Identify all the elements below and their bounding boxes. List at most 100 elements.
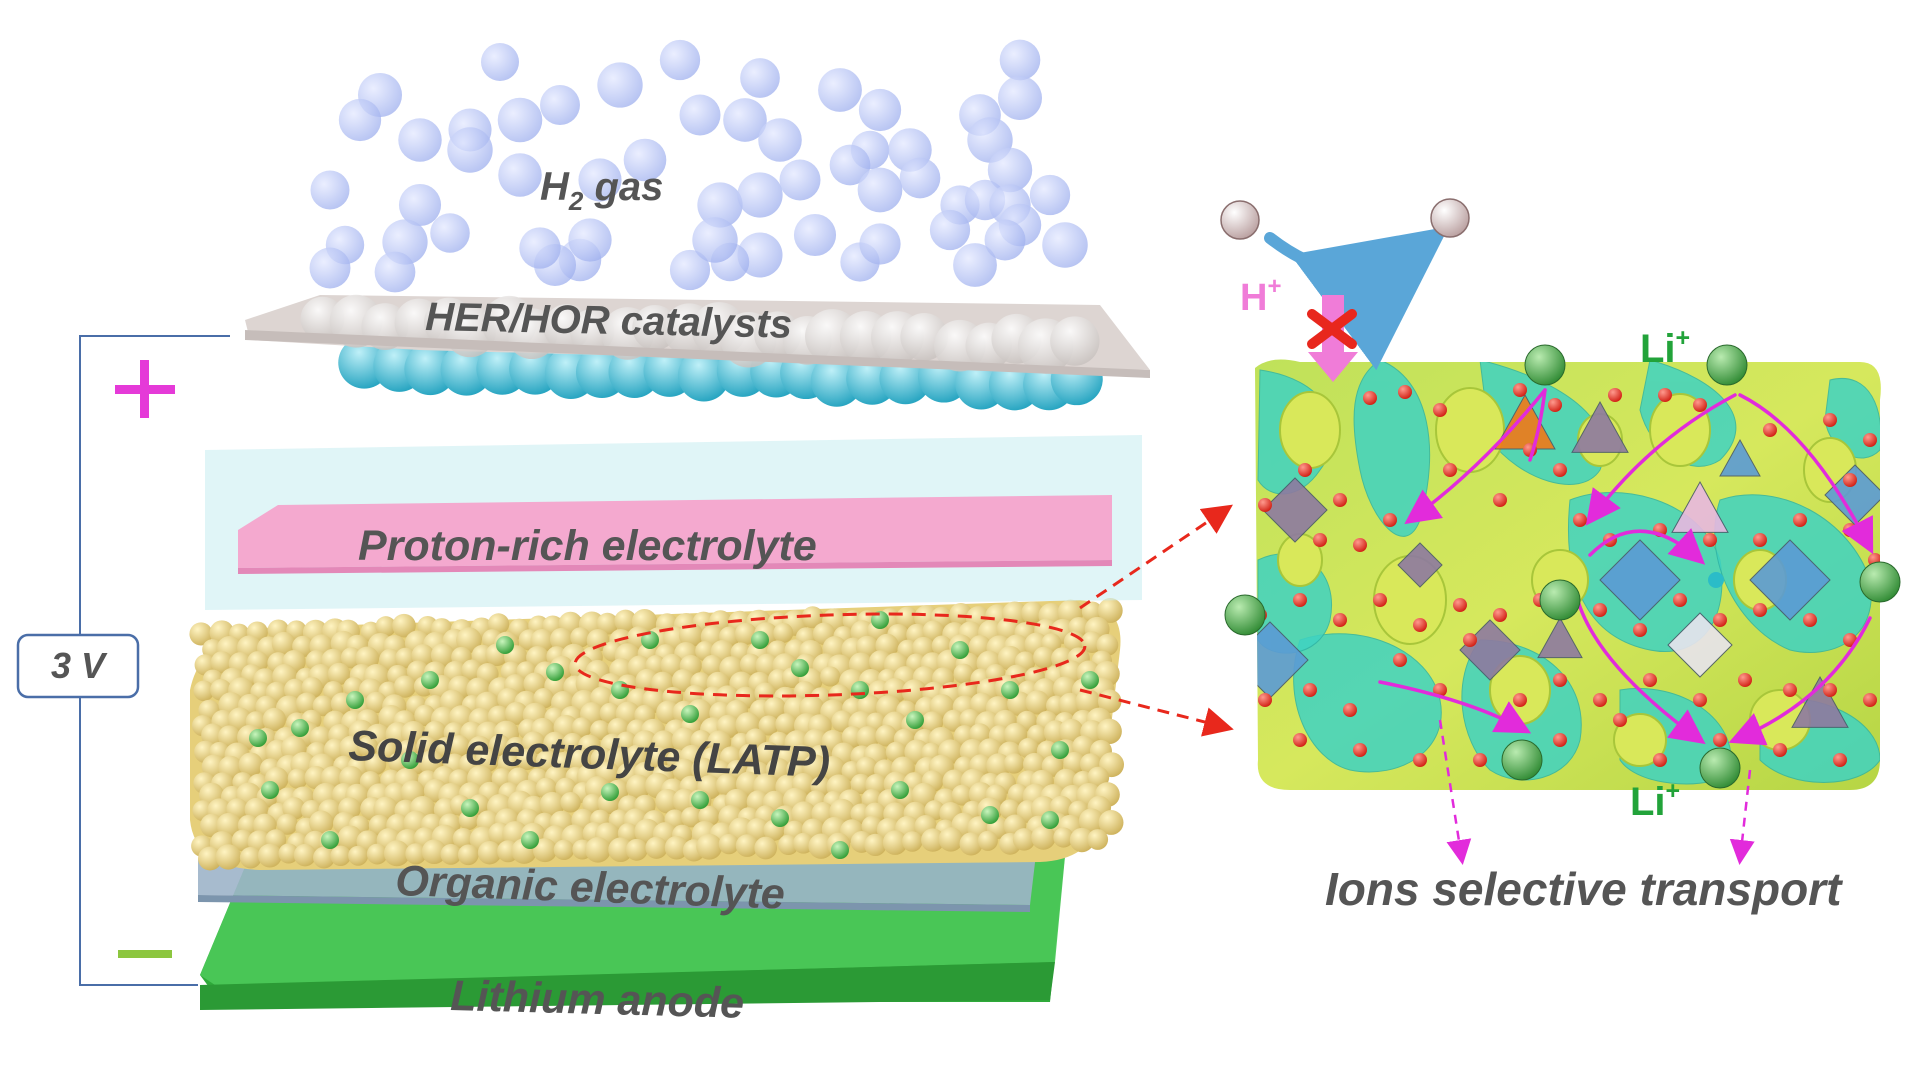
latp-grain bbox=[680, 806, 702, 828]
latp-grain bbox=[1031, 825, 1056, 850]
center-atom bbox=[1708, 572, 1724, 588]
oxygen-atom bbox=[1473, 753, 1487, 767]
h2-bubble bbox=[997, 75, 1043, 121]
h2-bubble bbox=[310, 170, 350, 210]
latp-grain bbox=[977, 830, 998, 851]
proton-sphere-left bbox=[1220, 200, 1260, 240]
li-ion-dot bbox=[546, 663, 564, 681]
minus-terminal-icon bbox=[118, 950, 172, 958]
latp-grain bbox=[309, 810, 334, 835]
oxygen-atom bbox=[1513, 693, 1527, 707]
h2-bubble bbox=[1029, 174, 1071, 216]
latp-grain bbox=[625, 838, 648, 861]
plus-terminal-icon bbox=[115, 360, 175, 418]
li-ion-dot bbox=[261, 781, 279, 799]
latp-grain bbox=[664, 835, 689, 860]
h2-bubble bbox=[779, 159, 821, 201]
oxygen-atom bbox=[1413, 618, 1427, 632]
latp-grain bbox=[942, 709, 965, 732]
h2-bubble bbox=[447, 127, 493, 173]
latp-grain bbox=[1033, 646, 1055, 669]
h2-gas-label: H2 gas bbox=[540, 165, 663, 216]
oxygen-atom bbox=[1773, 743, 1787, 757]
oxygen-atom bbox=[1653, 753, 1667, 767]
li-ion-dot bbox=[771, 809, 789, 827]
latp-grain bbox=[304, 765, 328, 790]
h2-bubble bbox=[623, 138, 667, 182]
latp-grain bbox=[953, 663, 974, 684]
oxygen-atom bbox=[1863, 693, 1877, 707]
h2-bubble bbox=[374, 251, 416, 293]
latp-grain bbox=[696, 833, 723, 860]
latp-grain bbox=[895, 606, 919, 630]
oxygen-atom bbox=[1738, 673, 1752, 687]
li-ion-dot bbox=[951, 641, 969, 659]
h2-bubble bbox=[859, 223, 901, 265]
latp-grain bbox=[626, 774, 651, 800]
tetrahedron bbox=[1719, 438, 1761, 477]
latp-grain bbox=[647, 746, 671, 769]
latp-grain bbox=[701, 654, 724, 677]
li-ion-dot bbox=[641, 631, 659, 649]
latp-grain bbox=[671, 669, 695, 693]
latp-grain bbox=[850, 773, 871, 795]
oxygen-atom bbox=[1363, 391, 1377, 405]
h2-bubble bbox=[669, 249, 711, 291]
latp-grain bbox=[210, 651, 234, 674]
catalyst-sphere bbox=[404, 343, 457, 396]
latp-grain bbox=[549, 627, 573, 651]
oxygen-atom bbox=[1863, 433, 1877, 447]
oxygen-atom bbox=[1443, 463, 1457, 477]
oxygen-atom bbox=[1333, 613, 1347, 627]
octahedron bbox=[1262, 477, 1328, 543]
latp-grain bbox=[938, 827, 964, 852]
h2-bubble bbox=[540, 85, 580, 125]
octahedron bbox=[1667, 612, 1733, 678]
oxygen-atom bbox=[1553, 733, 1567, 747]
latp-grain bbox=[773, 622, 794, 643]
oxygen-atom bbox=[1658, 388, 1672, 402]
latp-grain bbox=[1022, 752, 1046, 776]
octahedron bbox=[1749, 539, 1831, 621]
li-ion-dot bbox=[906, 711, 924, 729]
latp-grain bbox=[1097, 598, 1123, 623]
li-ion-dot bbox=[291, 719, 309, 737]
latp-grain bbox=[456, 627, 482, 653]
latp-grain bbox=[1069, 827, 1095, 853]
crystal-structure-panel bbox=[1224, 344, 1901, 790]
transport-pointers bbox=[1438, 719, 1755, 865]
h2-bubble bbox=[857, 167, 903, 213]
latp-grain bbox=[902, 831, 923, 852]
oxygen-atom bbox=[1753, 603, 1767, 617]
latp-grain bbox=[217, 725, 241, 748]
latp-grain bbox=[276, 813, 298, 835]
latp-grain bbox=[1012, 828, 1036, 851]
h2-bubble bbox=[899, 157, 941, 199]
li-ion-dot bbox=[791, 659, 809, 677]
h2-bubble bbox=[519, 227, 561, 269]
h2-bubble bbox=[338, 98, 382, 142]
latp-grain bbox=[570, 627, 591, 648]
latp-grain bbox=[586, 628, 610, 652]
blocked-x-icon bbox=[1307, 309, 1357, 349]
h2-bubble bbox=[858, 88, 902, 132]
h2-gas-bubbles bbox=[309, 39, 1088, 293]
latp-grain bbox=[239, 846, 262, 869]
proton-electrolyte-slab bbox=[238, 495, 1112, 574]
latp-grain bbox=[375, 616, 397, 637]
latp-grain bbox=[582, 793, 603, 815]
li-ion-dot bbox=[321, 831, 339, 849]
oxygen-atom bbox=[1548, 398, 1562, 412]
latp-grain bbox=[357, 736, 379, 757]
oxygen-atom bbox=[1303, 683, 1317, 697]
catalyst-label: HER/HOR catalysts bbox=[425, 295, 793, 347]
h2-bubble bbox=[430, 213, 470, 253]
latp-grain bbox=[590, 720, 611, 741]
oxygen-atom bbox=[1803, 613, 1817, 627]
h2-bubble bbox=[984, 219, 1026, 261]
latp-grain bbox=[1087, 829, 1109, 850]
latp-grain bbox=[383, 840, 410, 867]
latp-grain bbox=[763, 696, 787, 720]
latp-grain bbox=[1098, 810, 1124, 835]
h2-bubble bbox=[737, 172, 783, 218]
